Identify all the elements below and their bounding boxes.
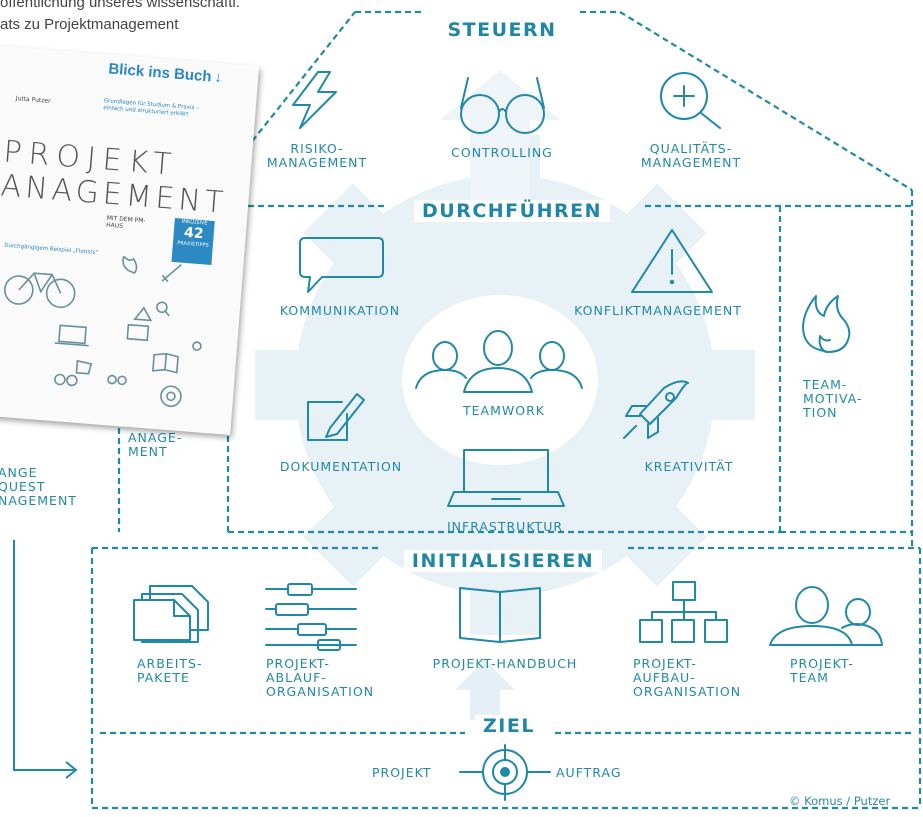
section-initialisieren: INITIALISIEREN <box>403 550 603 572</box>
label-dokumentation: DOKUMENTATION <box>279 459 403 474</box>
bicycle-icon <box>3 272 76 309</box>
label-projekt-handbuch: PROJEKT-HANDBUCH <box>432 656 578 671</box>
org-chart-icon <box>639 581 728 643</box>
label-projekt-ablauforganisation: PROJEKT- ABLAUF- ORGANISATION <box>266 656 375 699</box>
laptop-small-icon <box>54 324 89 347</box>
target-icon <box>459 744 551 801</box>
magnifier-plus-icon <box>660 72 721 129</box>
warning-small-icon <box>133 306 153 322</box>
rocket-icon <box>623 380 689 439</box>
arrow-down-icon: ↓ <box>213 68 223 87</box>
gear-small-icon <box>160 385 182 408</box>
book-icon-collage <box>3 254 202 408</box>
label-controlling: CONTROLLING <box>451 145 553 160</box>
book-sticker: INKLUSIVE 42 PRAXISTIPPS <box>171 218 215 266</box>
label-konfliktmanagement: KONFLIKTMANAGEMENT <box>574 303 742 318</box>
book-small-icon <box>152 352 179 374</box>
lightning-icon <box>292 71 337 129</box>
process-flow-icon <box>265 583 357 651</box>
rocket-small-icon <box>161 264 182 283</box>
copyright-credit: © Komus / Putzer <box>789 794 891 808</box>
caption-line-2: ats zu Projektmanagement <box>0 16 179 33</box>
label-teamwork: TEAMWORK <box>463 403 545 418</box>
caption-line-1: öffentlichung unseres wissenschaftl. <box>0 0 240 11</box>
people-small-icon <box>107 374 127 386</box>
chat-small-icon <box>126 323 150 342</box>
edit-document-icon <box>307 393 365 441</box>
book-subtitle: Grundlagen für Studium & Praxis – einfac… <box>103 98 200 118</box>
flame-icon <box>802 295 851 353</box>
book-title-line-2: ANAGEMENT <box>0 168 229 222</box>
laptop-icon <box>447 449 565 507</box>
label-left-pillar-partial: ANAGE- MENT <box>128 430 183 459</box>
label-infrastruktur: INFRASTRUKTUR <box>446 519 564 534</box>
warning-triangle-icon <box>631 229 713 293</box>
target-small-icon <box>192 341 202 351</box>
label-projekt-team: PROJEKT- TEAM <box>790 656 854 685</box>
book-icon <box>459 587 541 643</box>
label-ziel-auftrag: AUFTRAG <box>556 765 622 780</box>
label-projekt-aufbauorganisation: PROJEKT- AUFBAU- ORGANISATION <box>633 656 742 699</box>
book-with-line: MIT DEM PM-HAUS <box>105 214 146 230</box>
label-team-motivation: TEAM- MOTIVA- TION <box>803 377 863 420</box>
label-arbeitspakete: ARBEITS- PAKETE <box>137 656 203 685</box>
flame-small-icon <box>122 254 138 274</box>
label-risikomanagement: RISIKO- MANAGEMENT <box>266 141 368 170</box>
label-kommunikation: KOMMUNIKATION <box>279 303 401 318</box>
project-team-icon <box>769 586 883 646</box>
glasses-icon <box>460 77 545 134</box>
team-people-icon <box>415 330 583 393</box>
section-durchfuehren: DURCHFÜHREN <box>414 200 610 222</box>
book-cover[interactable]: Blick ins Buch↓ Jutta Putzer Grundlagen … <box>0 44 260 436</box>
section-ziel: ZIEL <box>475 715 543 737</box>
documents-icon <box>133 585 209 643</box>
section-steuern: STEUERN <box>439 19 565 41</box>
label-ziel-projekt: PROJEKT <box>372 765 432 780</box>
chat-bubble-icon <box>299 237 384 293</box>
label-qualitaetsmanagement: QUALITÄTS- MANAGEMENT <box>640 141 742 170</box>
label-kreativitaet: KREATIVITÄT <box>644 459 734 474</box>
blick-ins-buch-badge[interactable]: Blick ins Buch↓ <box>107 60 223 87</box>
magnifier-small-icon <box>156 301 170 317</box>
glasses-small-icon <box>54 373 78 387</box>
label-change-request-management: ANGE QUEST NAGEMENT <box>0 465 77 508</box>
book-authors: Jutta Putzer <box>15 95 51 105</box>
thumb-small-icon <box>75 359 93 375</box>
